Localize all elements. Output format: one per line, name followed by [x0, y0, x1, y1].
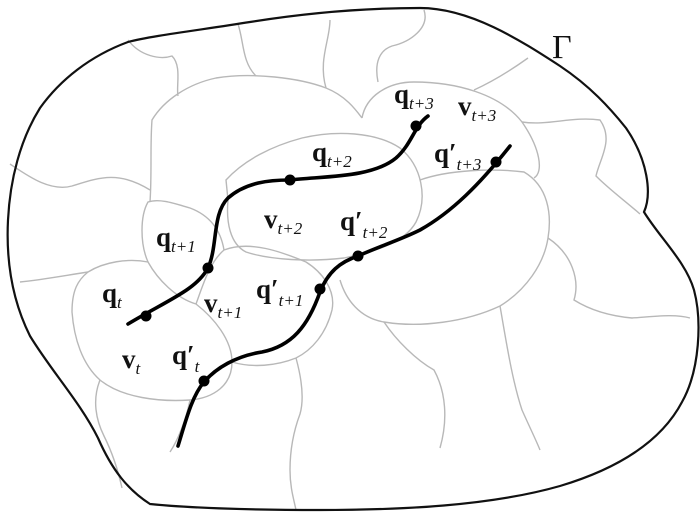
domain-label: Γ — [552, 29, 572, 66]
label-q-t2: qt+2 — [312, 137, 352, 171]
label-v-t2: vt+2 — [264, 204, 303, 238]
cell-top-link-d — [376, 9, 426, 83]
label-q-t3: qt+3 — [394, 79, 434, 113]
point-q-t3 — [410, 120, 422, 132]
cell-top-link-b — [237, 23, 257, 77]
label-qp-t3: q′t+3 — [434, 138, 481, 174]
point-q-t — [140, 310, 152, 322]
cell-right-mid — [547, 237, 691, 319]
cell-bottom-a — [289, 357, 303, 511]
point-qp-t3 — [490, 156, 502, 168]
point-qp-t2 — [352, 250, 364, 262]
cell-bottom-b — [94, 379, 123, 489]
cell-v-t3 — [361, 81, 541, 179]
label-v-t1: vt+1 — [204, 288, 242, 322]
point-q-t2 — [284, 174, 296, 186]
label-v-t: vt — [122, 344, 142, 378]
cell-v-t — [71, 259, 233, 402]
label-q-t1: qt+1 — [156, 222, 196, 256]
domain-boundary — [6, 6, 700, 512]
cell-right-top — [521, 118, 641, 215]
cell-v-t2 — [225, 132, 423, 261]
points-q-prime — [198, 156, 502, 387]
cell-top — [149, 74, 363, 203]
label-v-t3: vt+3 — [458, 91, 496, 125]
point-q-t1 — [202, 262, 214, 274]
cell-top-link-a — [127, 39, 179, 97]
cell-q-t1 — [141, 199, 225, 263]
cell-top-link-c — [322, 19, 331, 89]
cell-left — [9, 163, 151, 191]
cell-left-lower — [19, 271, 89, 283]
points-q — [140, 120, 422, 322]
point-qp-t — [198, 375, 210, 387]
cell-bottom-mid — [383, 321, 446, 449]
cell-right-top-b — [473, 57, 529, 91]
cell-right-large — [339, 169, 551, 325]
cell-partition — [9, 9, 691, 511]
cell-right-bottom — [499, 305, 541, 451]
path-q — [126, 114, 430, 326]
point-qp-t1 — [314, 283, 326, 295]
label-q-t: qt — [102, 278, 123, 312]
label-qp-t1: q′t+1 — [256, 274, 303, 310]
label-qp-t2: q′t+2 — [340, 206, 388, 242]
label-qp-t: q′t — [172, 340, 201, 376]
